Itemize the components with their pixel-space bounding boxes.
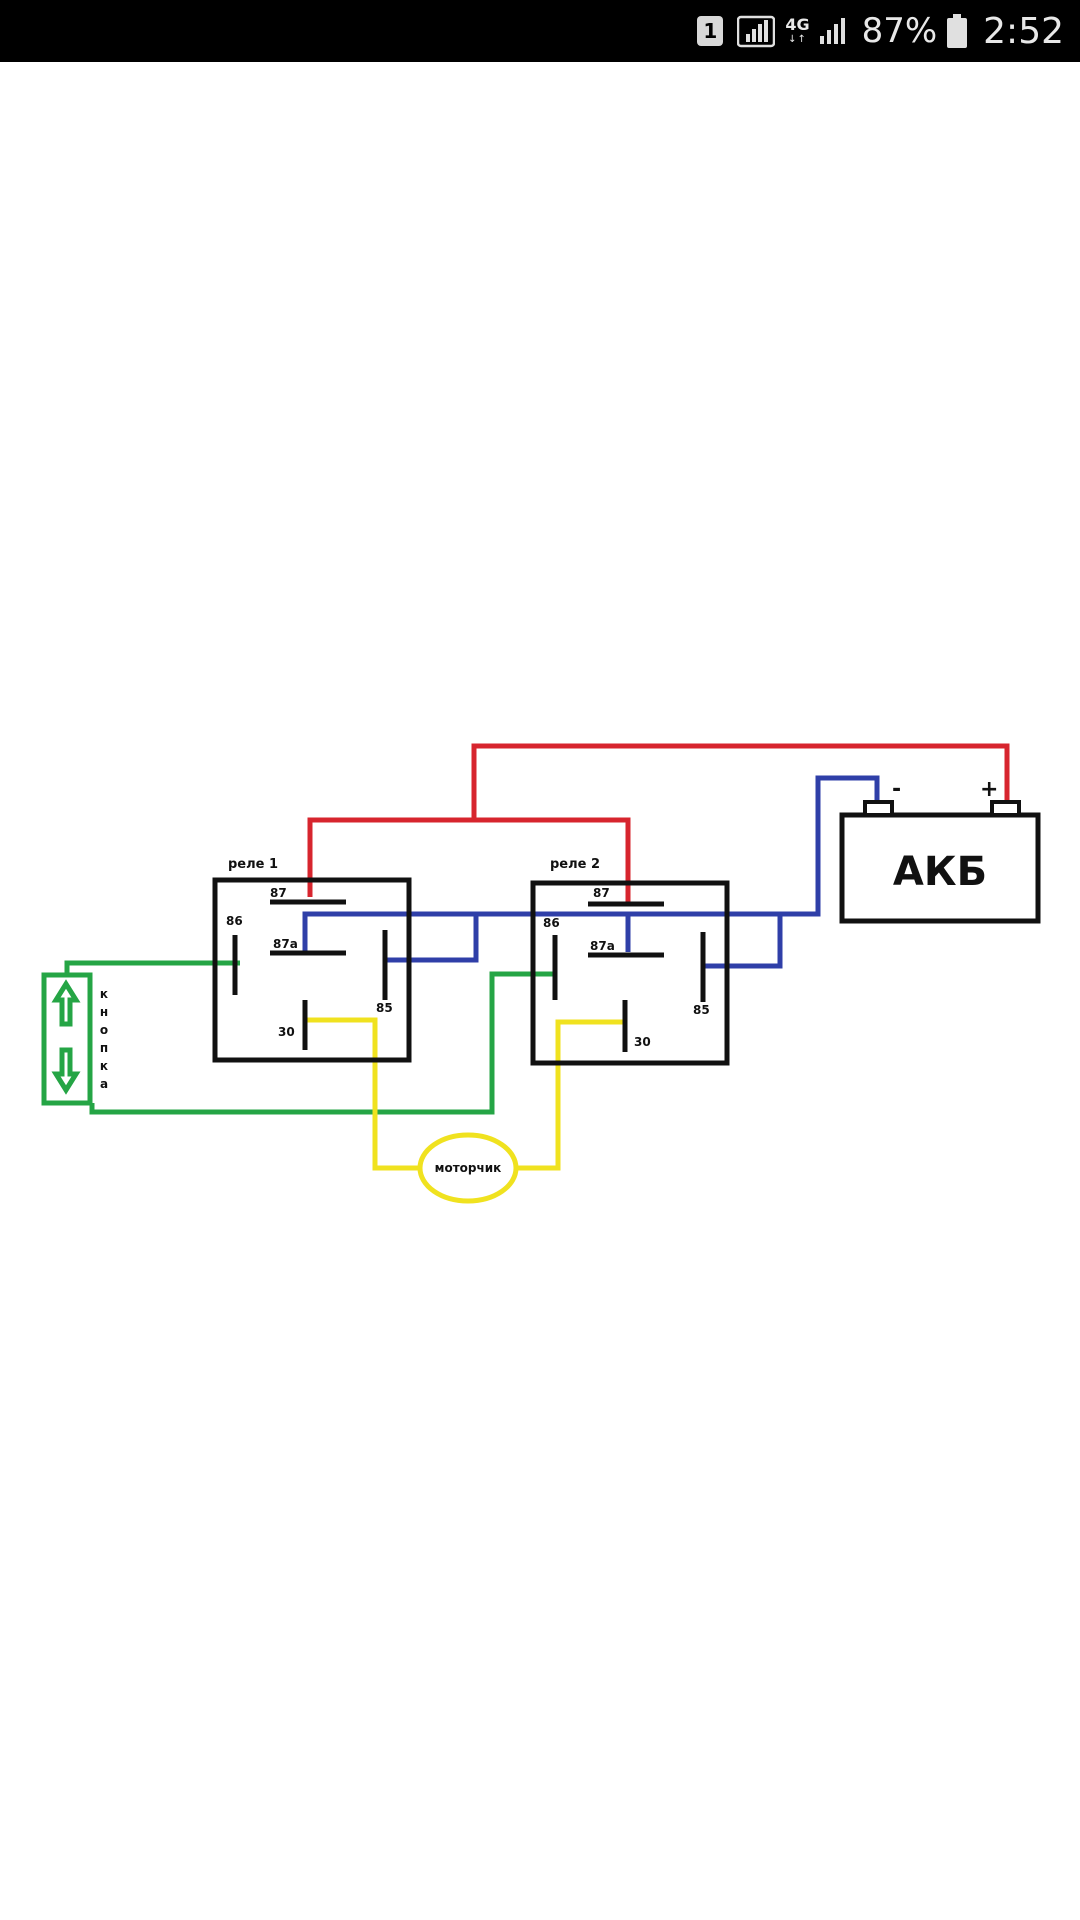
relay-2-pin-30: 30 — [634, 1035, 651, 1049]
wifi-calling-signal-icon — [737, 14, 776, 48]
battery-akb: - + АКБ — [839, 777, 1041, 924]
relay-2-pin-87: 87 — [593, 886, 610, 900]
relay-1-pin-85: 85 — [376, 1001, 393, 1015]
relay-wiring-diagram: реле 1 87 87a 86 85 30 реле 2 87 — [0, 62, 1080, 1920]
relay-1-pin-87: 87 — [270, 886, 287, 900]
relay-2-pin-87a: 87a — [590, 939, 615, 953]
clock: 2:52 — [983, 10, 1064, 52]
relay-2: реле 2 87 87a 86 85 30 — [530, 857, 730, 1066]
button-letter: о — [100, 1023, 108, 1037]
button-letter: к — [100, 1059, 108, 1073]
relay-1-pin-87a: 87a — [273, 937, 298, 951]
relay-1-pin-30: 30 — [278, 1025, 295, 1039]
network-type-label: 4G — [785, 15, 810, 34]
status-bar: 1 4G ↓↑ — [0, 0, 1080, 62]
network-type-icon: 4G ↓↑ — [785, 17, 809, 45]
button-letter: н — [100, 1005, 108, 1019]
relay-2-title: реле 2 — [550, 857, 600, 872]
relay-1-title: реле 1 — [228, 857, 278, 872]
button-letter: к — [100, 987, 108, 1001]
network-activity-arrows: ↓↑ — [788, 34, 807, 45]
battery-percent: 87% — [861, 11, 938, 51]
battery-icon — [947, 14, 968, 48]
relay-1: реле 1 87 87a 86 85 30 — [212, 857, 412, 1063]
battery-label: АКБ — [893, 849, 987, 895]
minus-wires — [302, 775, 880, 969]
button-label: к н о п к а — [100, 987, 108, 1091]
battery-minus-label: - — [892, 777, 901, 802]
relay-1-pin-86: 86 — [226, 914, 243, 928]
relay-2-pin-85: 85 — [693, 1003, 710, 1017]
control-wires — [41, 960, 556, 1115]
plus-wires — [307, 743, 1010, 902]
sim-slot-icon: 1 — [697, 16, 724, 46]
motor-label: моторчик — [435, 1161, 502, 1175]
status-icons: 1 4G ↓↑ — [697, 0, 1064, 62]
relay-2-pin-86: 86 — [543, 916, 560, 930]
button-letter: п — [100, 1041, 108, 1055]
cell-signal-icon — [818, 16, 848, 46]
button-letter: а — [100, 1077, 108, 1091]
motor-wires — [305, 1017, 625, 1204]
battery-plus-label: + — [980, 777, 998, 802]
